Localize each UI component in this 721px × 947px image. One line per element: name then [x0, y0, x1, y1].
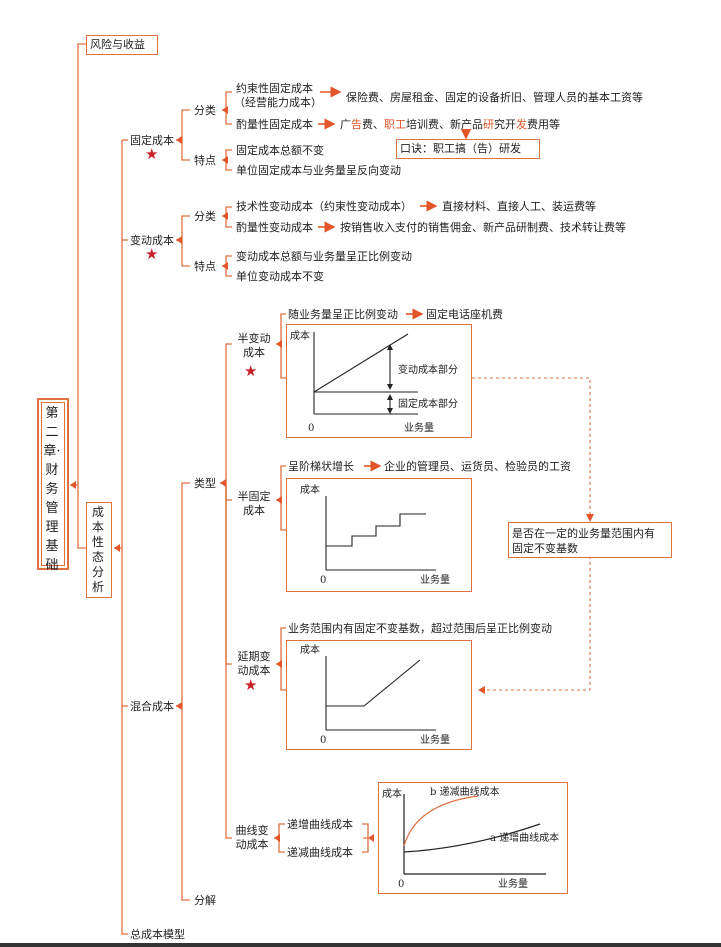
chapter-title: 第二章·财务管理基础 [43, 406, 61, 573]
star-icon: ★ [244, 676, 258, 694]
mixed-cost-title: 混合成本 [130, 700, 174, 713]
semi-fixed-origin: 0 [320, 575, 327, 586]
increasing-curve-a [403, 823, 541, 853]
curve-a-label: a 递增曲线成本 [490, 833, 560, 844]
variable-cost-title: 变动成本 [130, 234, 174, 247]
semi-fixed-x-label: 业务量 [420, 575, 450, 586]
curve-y-label: 成本 [382, 789, 402, 800]
discretionary-variable-examples: 按销售收入支付的销售佣金、新产品研制费、技术转让费等 [340, 221, 626, 234]
delayed-line [326, 659, 421, 707]
star-icon: ★ [145, 145, 159, 163]
semi-fixed-example: 企业的管理员、运货员、检验员的工资 [384, 460, 571, 473]
variable-class-label: 分类 [194, 210, 216, 223]
delayed-variable-desc: 业务范围内有固定不变基数，超过范围后呈正比例变动 [288, 622, 552, 635]
total-cost-line [313, 333, 409, 393]
discretionary-variable-cost: 酌量性变动成本 [236, 221, 313, 234]
variable-feature-label: 特点 [194, 260, 216, 273]
fixed-part-label: 固定成本部分 [398, 399, 458, 410]
delayed-y-label: 成本 [300, 645, 320, 656]
base-note-box [508, 522, 672, 558]
curve-variable-label: 曲线变动成本 [235, 824, 269, 851]
chapter-box [37, 398, 69, 570]
fixed-feature-1: 固定成本总额不变 [236, 144, 324, 157]
mnemonic-text: 口诀：职工搞（告）研发 [400, 142, 521, 155]
committed-fixed-cost: 约束性固定成本 [236, 82, 313, 95]
fixed-feature-2: 单位固定成本与业务量呈反向变动 [236, 164, 401, 177]
semi-variable-desc: 随业务量呈正比例变动 [288, 308, 398, 321]
decreasing-curve-b [403, 795, 479, 847]
delayed-x-label: 业务量 [420, 735, 450, 746]
committed-note: （经营能力成本） [234, 96, 322, 109]
risk-box [86, 35, 158, 55]
delayed-origin: 0 [320, 735, 327, 746]
star-icon: ★ [145, 245, 159, 263]
var-part-label: 变动成本部分 [398, 365, 458, 376]
curve-b-label: b 递减曲线成本 [430, 787, 500, 798]
semi-fixed-y-label: 成本 [300, 485, 320, 496]
semi-fixed-desc: 呈阶梯状增长 [288, 460, 354, 473]
variable-feature-2: 单位变动成本不变 [236, 270, 324, 283]
mnemonic-box [396, 139, 540, 159]
semi-variable-origin: 0 [308, 423, 315, 434]
curve-increasing: 递增曲线成本 [287, 818, 353, 831]
delayed-variable-label: 延期变动成本 [237, 650, 271, 677]
total-cost-model: 总成本模型 [130, 928, 185, 941]
discretionary-fixed-cost: 酌量性固定成本 [236, 118, 313, 131]
fixed-class-label: 分类 [194, 104, 216, 117]
semi-variable-example: 固定电话座机费 [426, 308, 503, 321]
risk-label: 风险与收益 [90, 38, 145, 51]
bottom-bar [0, 943, 721, 947]
cost-analysis-title: 成本性态分析 [91, 505, 104, 594]
semi-variable-chart-box [286, 324, 472, 438]
delayed-chart-box [286, 640, 472, 750]
base-note-text: 是否在一定的业务量范围内有固定不变基数 [512, 527, 655, 555]
technical-variable-cost: 技术性变动成本（约束性变动成本） [236, 200, 412, 213]
curve-decreasing: 递减曲线成本 [287, 846, 353, 859]
fixed-cost-title: 固定成本 [130, 134, 174, 147]
semi-variable-x-label: 业务量 [404, 423, 434, 434]
cost-analysis-box [86, 502, 112, 598]
discretionary-examples: 广告费、职工培训费、新产品研究开发费用等 [340, 118, 560, 131]
fixed-feature-label: 特点 [194, 154, 216, 167]
mixed-types-label: 类型 [194, 477, 216, 490]
semi-variable-y-label: 成本 [290, 331, 310, 342]
semi-fixed-chart-box [286, 478, 472, 592]
committed-examples: 保险费、房屋租金、固定的设备折旧、管理人员的基本工资等 [346, 91, 643, 104]
semi-fixed-label: 半固定成本 [237, 490, 271, 517]
technical-examples: 直接材料、直接人工、装运费等 [442, 200, 596, 213]
star-icon: ★ [244, 362, 258, 380]
variable-feature-1: 变动成本总额与业务量呈正比例变动 [236, 250, 412, 263]
curve-origin: 0 [398, 879, 405, 890]
curve-chart-box [378, 782, 568, 894]
semi-variable-label: 半变动成本 [237, 332, 271, 359]
curve-x-label: 业务量 [498, 879, 528, 890]
decomposition-label: 分解 [194, 894, 216, 907]
